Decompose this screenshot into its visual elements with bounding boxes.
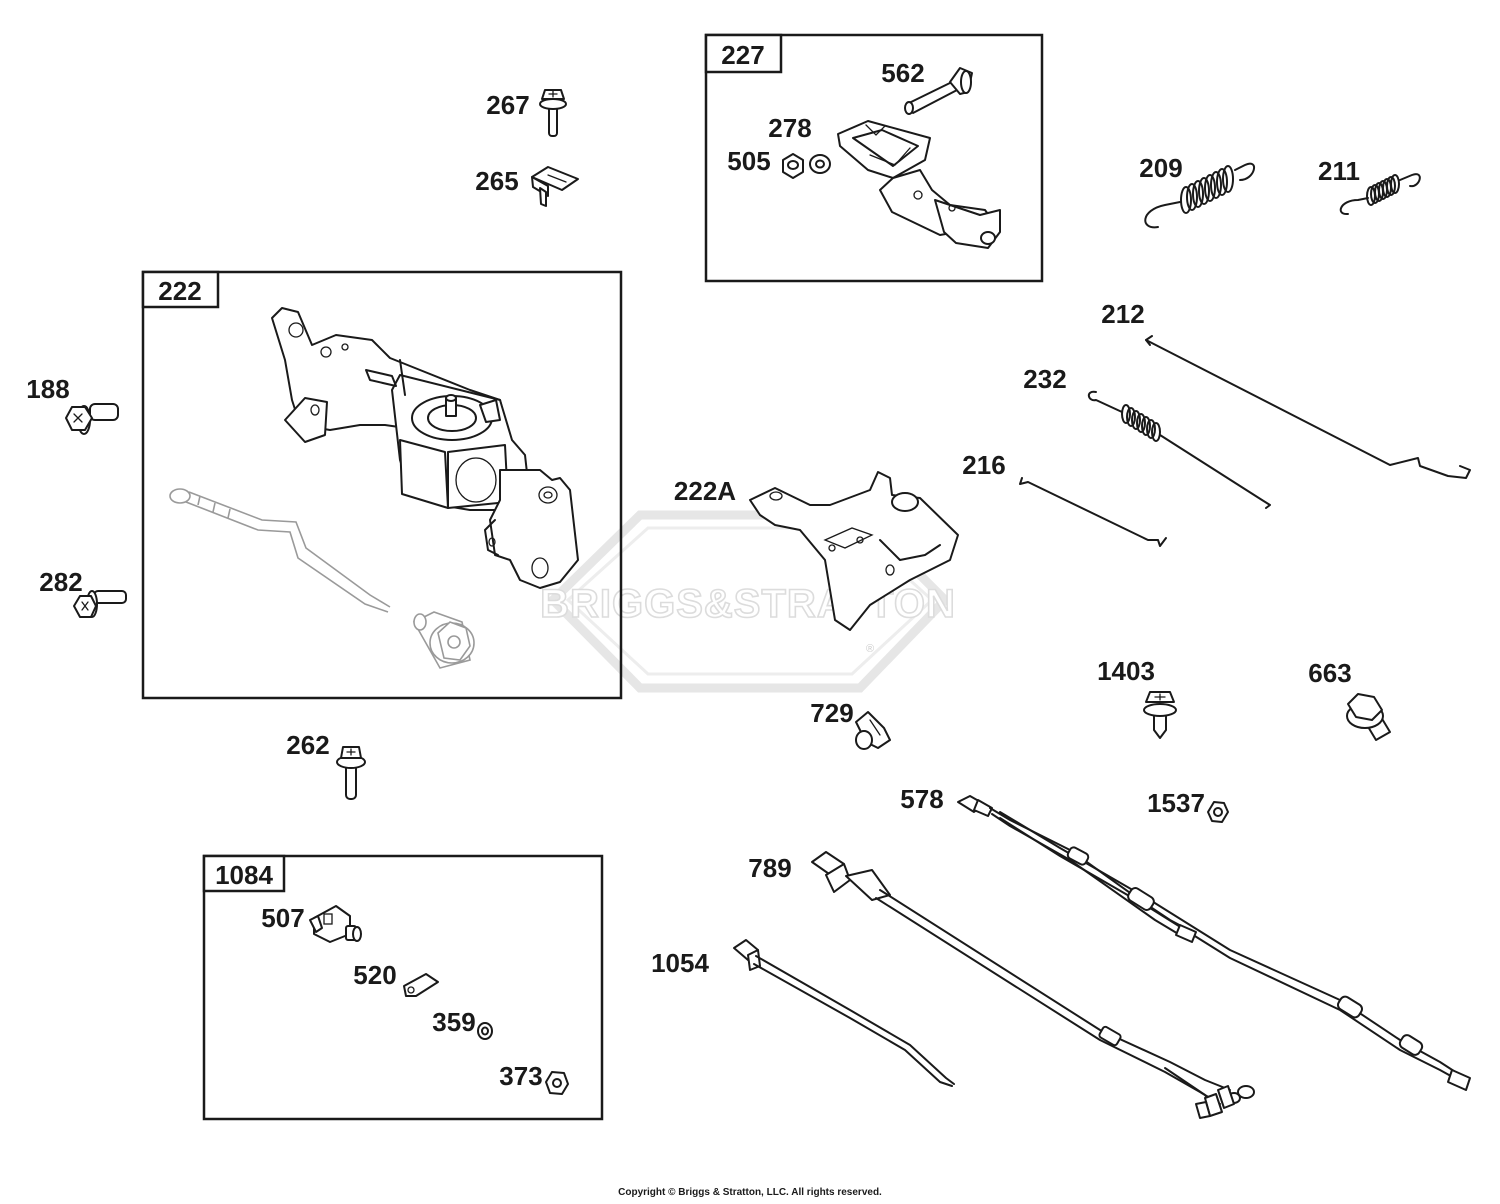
bolt-icon bbox=[336, 746, 366, 800]
nut-icon bbox=[1207, 801, 1229, 823]
washer-icon bbox=[809, 154, 831, 174]
rod-icon bbox=[1145, 335, 1471, 479]
label-520[interactable]: 520 bbox=[353, 960, 396, 990]
nut-icon bbox=[782, 153, 804, 179]
label-188[interactable]: 188 bbox=[26, 374, 69, 404]
flange-bolt-icon bbox=[65, 403, 119, 435]
label-729[interactable]: 729 bbox=[810, 698, 853, 728]
group-label-222[interactable]: 222 bbox=[158, 276, 201, 306]
bolt-icon bbox=[539, 89, 567, 137]
wire-1054-icon bbox=[733, 939, 955, 1087]
label-209[interactable]: 209 bbox=[1139, 153, 1182, 183]
label-265[interactable]: 265 bbox=[475, 166, 518, 196]
label-562[interactable]: 562 bbox=[881, 58, 924, 88]
label-1403[interactable]: 1403 bbox=[1097, 656, 1155, 686]
label-211[interactable]: 211 bbox=[1318, 156, 1360, 186]
group-227: 227 bbox=[704, 33, 1044, 283]
link-rod-icon bbox=[1019, 477, 1167, 547]
label-505[interactable]: 505 bbox=[727, 146, 770, 176]
label-282[interactable]: 282 bbox=[39, 567, 82, 597]
label-232[interactable]: 232 bbox=[1023, 364, 1066, 394]
bracket-222a-icon bbox=[749, 471, 959, 631]
wire-harness-578-icon bbox=[957, 795, 1471, 1091]
spring-icon bbox=[1087, 390, 1271, 509]
label-373[interactable]: 373 bbox=[499, 1061, 542, 1091]
flange-bolt-icon bbox=[1346, 693, 1391, 741]
flange-bolt-icon bbox=[73, 590, 127, 618]
label-212[interactable]: 212 bbox=[1101, 299, 1144, 329]
label-1537[interactable]: 1537 bbox=[1147, 788, 1205, 818]
label-267[interactable]: 267 bbox=[486, 90, 529, 120]
group-1084: 1084 bbox=[202, 854, 604, 1121]
label-278[interactable]: 278 bbox=[768, 113, 811, 143]
copyright-notice: Copyright © Briggs & Stratton, LLC. All … bbox=[618, 1187, 882, 1198]
clip-icon bbox=[531, 166, 579, 207]
label-1054[interactable]: 1054 bbox=[651, 948, 709, 978]
group-label-1084[interactable]: 1084 bbox=[215, 860, 273, 890]
pin-icon bbox=[904, 67, 973, 115]
screw-icon bbox=[1143, 691, 1177, 739]
label-359[interactable]: 359 bbox=[432, 1007, 475, 1037]
label-222A[interactable]: 222A bbox=[674, 476, 736, 506]
label-789[interactable]: 789 bbox=[748, 853, 791, 883]
group-label-227[interactable]: 227 bbox=[721, 40, 764, 70]
group-222: 222 bbox=[141, 270, 623, 700]
clip-icon bbox=[855, 711, 891, 750]
control-bracket-227-icon bbox=[837, 120, 1001, 249]
switch-icon bbox=[309, 905, 362, 943]
label-578[interactable]: 578 bbox=[900, 784, 943, 814]
label-262[interactable]: 262 bbox=[286, 730, 329, 760]
watermark-registered-mark: ® bbox=[866, 643, 874, 655]
label-216[interactable]: 216 bbox=[962, 450, 1005, 480]
ghost-throttle-shaft-icon bbox=[169, 488, 391, 613]
spring-icon bbox=[1339, 173, 1421, 216]
label-663[interactable]: 663 bbox=[1308, 658, 1351, 688]
lock-washer-icon bbox=[477, 1022, 493, 1040]
control-bracket-222-icon bbox=[271, 307, 579, 589]
ghost-knob-icon bbox=[412, 611, 475, 669]
terminal-icon bbox=[403, 973, 439, 997]
wire-harness-789-icon bbox=[811, 851, 1255, 1119]
nut-icon bbox=[545, 1071, 569, 1095]
label-507[interactable]: 507 bbox=[261, 903, 304, 933]
part-labels: 267 265 562 278 505 209 211 188 282 212 … bbox=[26, 58, 1360, 1091]
spring-icon bbox=[1144, 162, 1255, 229]
